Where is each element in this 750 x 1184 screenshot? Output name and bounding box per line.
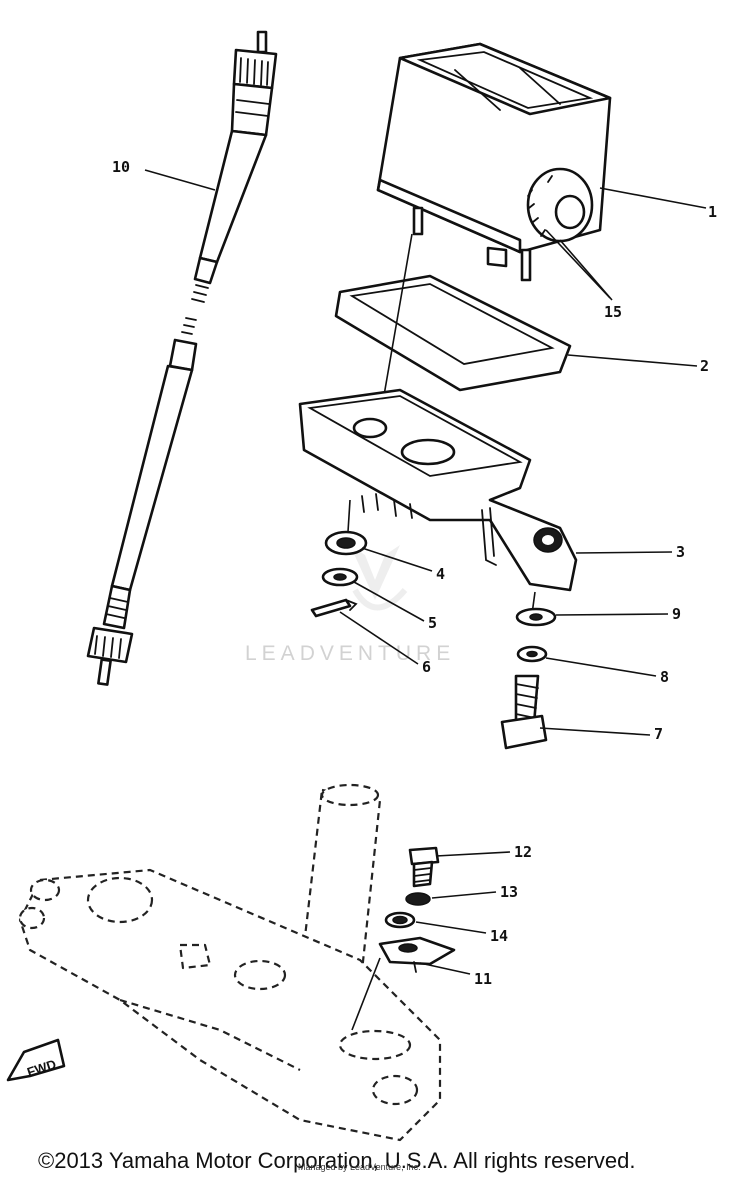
speedometer-meter [376, 42, 612, 282]
lock-washer [516, 645, 548, 663]
speedometer-cable [86, 30, 278, 686]
callout-14: 14 [490, 927, 508, 945]
callout-1: 1 [708, 203, 717, 221]
callout-5: 5 [428, 614, 437, 632]
meter-bracket [298, 388, 578, 592]
fwd-arrow: FWD [6, 1038, 66, 1082]
callout-15: 15 [604, 303, 622, 321]
callout-8: 8 [660, 668, 669, 686]
callout-3: 3 [676, 543, 685, 561]
callout-10: 10 [112, 158, 130, 176]
meter-gasket [334, 274, 572, 392]
copyright-notice: ©2013 Yamaha Motor Corporation, U.S.A. A… [38, 1148, 635, 1173]
overlay-note: Managed by LeadVenture, Inc. [298, 1162, 421, 1172]
callout-labels: 1 2 3 4 5 6 7 8 9 10 11 12 13 14 15 [112, 158, 717, 988]
cable-guide [351, 936, 456, 1031]
crown-bolt [408, 846, 440, 888]
watermark-text: LEADVENTURE [245, 642, 455, 665]
callout-12: 12 [514, 843, 532, 861]
bracket-washer [515, 607, 557, 627]
leader-lines [144, 169, 707, 975]
callout-7: 7 [654, 725, 663, 743]
callout-9: 9 [672, 605, 681, 623]
cotter-pin [310, 598, 358, 618]
callout-2: 2 [700, 357, 709, 375]
callout-4: 4 [436, 565, 445, 583]
watermark-logo [350, 545, 408, 611]
callout-6: 6 [422, 658, 431, 676]
grommet [324, 499, 368, 556]
collar [384, 911, 416, 929]
steering-crown [18, 783, 442, 1142]
spring-washer [405, 892, 431, 906]
callout-13: 13 [500, 883, 518, 901]
bracket-bolt [500, 674, 548, 750]
plain-washer [321, 567, 359, 587]
callout-11: 11 [474, 970, 492, 988]
